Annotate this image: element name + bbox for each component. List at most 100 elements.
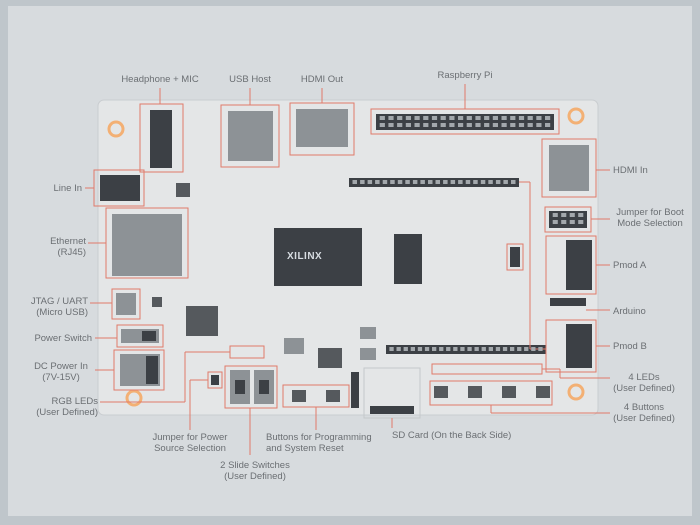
raspberry-pi-header (376, 114, 554, 130)
lower-header-pins (389, 347, 543, 351)
mount-hole-top-right (567, 107, 585, 125)
header-pin (446, 347, 451, 351)
header-pin (424, 347, 430, 351)
small-jumper (506, 243, 524, 271)
header-pin (379, 116, 385, 120)
power-switch-box (116, 324, 164, 348)
label-sd-card: SD Card (On the Back Side) (392, 430, 512, 441)
header-pin (435, 180, 440, 184)
header-pin (517, 347, 522, 351)
user-button-2 (468, 386, 482, 398)
pmod-b-connector (566, 324, 592, 368)
header-pin (388, 116, 394, 120)
header-pin (474, 347, 479, 351)
header-pin (536, 123, 542, 127)
header-pin (465, 180, 471, 184)
label-four-leds: 4 LEDs(User Defined) (613, 372, 675, 394)
header-pin (501, 116, 507, 120)
upper-arduino-header (349, 178, 519, 187)
program-button-2 (326, 390, 340, 402)
header-pin (545, 123, 551, 127)
label-rgb-leds: RGB LEDs(User Defined) (36, 396, 98, 418)
label-four-buttons: 4 Buttons(User Defined) (613, 402, 675, 424)
header-pin (453, 347, 458, 351)
header-pin (481, 347, 486, 351)
user-button-1 (434, 386, 448, 398)
header-pin (460, 347, 465, 351)
header-pin (443, 180, 448, 184)
headphone-jack-box (139, 103, 184, 173)
header-pin (561, 213, 567, 217)
header-pin (420, 180, 425, 184)
headphone-jack (150, 110, 172, 168)
label-usb-host: USB Host (229, 74, 271, 85)
header-pin (352, 180, 357, 184)
fpga-chip (274, 228, 362, 286)
boot-jumper (549, 211, 587, 228)
power-switch-knob (142, 331, 156, 341)
header-pin (473, 180, 478, 184)
header-pin (466, 116, 472, 120)
header-pin (389, 347, 394, 351)
header-pin (495, 180, 501, 184)
header-pin (367, 180, 373, 184)
header-pin (414, 116, 420, 120)
dc-power-core (146, 356, 158, 384)
header-pin (360, 180, 365, 184)
header-pin (397, 180, 403, 184)
small-ic-5 (318, 348, 342, 368)
header-pin (492, 116, 498, 120)
header-pin (569, 213, 575, 217)
small-ic-7 (360, 348, 376, 360)
header-pin (552, 220, 558, 224)
header-pin (475, 116, 481, 120)
header-pin (458, 180, 463, 184)
header-pin (423, 116, 429, 120)
header-pin (405, 180, 410, 184)
label-headphone-mic: Headphone + MIC (121, 74, 199, 85)
header-pin (538, 347, 543, 351)
header-pin (449, 123, 455, 127)
header-pin (417, 347, 423, 351)
header-pin (440, 123, 446, 127)
label-pmod-a: Pmod A (613, 260, 647, 271)
program-button-1 (292, 390, 306, 402)
header-pin (527, 116, 533, 120)
mount-hole-top-left (107, 120, 125, 138)
header-pin (495, 347, 501, 351)
header-pin (510, 116, 516, 120)
header-pin (518, 123, 525, 127)
header-pin (405, 123, 411, 127)
header-pin (449, 116, 455, 120)
header-pin (510, 123, 516, 127)
mounting-holes (107, 107, 585, 407)
header-pin (578, 213, 584, 217)
power-jumper (211, 375, 219, 385)
fpga-brand-label: XILINX (287, 251, 323, 262)
header-pin (527, 123, 533, 127)
header-pin (414, 123, 420, 127)
slide-switch-2-knob (259, 380, 269, 394)
header-pin (440, 116, 446, 120)
memory-chip (394, 234, 422, 284)
header-pin (511, 180, 516, 184)
header-pin (412, 180, 418, 184)
header-pin (458, 123, 464, 127)
header-pin (403, 347, 408, 351)
hdmi-out-port (296, 109, 348, 147)
header-pin (480, 180, 486, 184)
line-in-jack (100, 175, 140, 201)
header-pin (484, 123, 490, 127)
label-pmod-b: Pmod B (613, 341, 647, 352)
header-pin (431, 116, 438, 120)
header-pin (423, 123, 429, 127)
header-pin (396, 347, 401, 351)
header-pin (405, 116, 411, 120)
slide-switch-1-knob (235, 380, 245, 394)
header-pin (524, 347, 529, 351)
header-pin (578, 220, 584, 224)
